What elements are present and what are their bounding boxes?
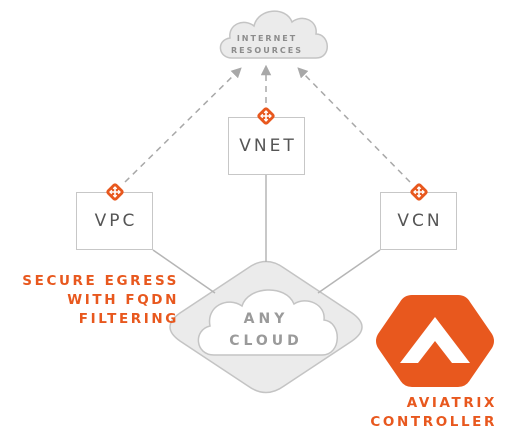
gateway-node-icon	[408, 181, 430, 203]
secure-egress-label: SECURE EGRESS WITH FQDN FILTERING	[22, 272, 179, 329]
internet-label-line1: INTERNET	[236, 34, 298, 43]
any-cloud-label-line1: ANY	[243, 311, 289, 327]
aviatrix-logo-icon	[376, 295, 494, 391]
internet-cloud-shape	[219, 10, 328, 59]
internet-resources-label: INTERNET RESOURCES	[217, 33, 317, 57]
aviatrix-controller-label: AVIATRIX CONTROLLER	[370, 394, 497, 432]
controller-line1: AVIATRIX	[406, 395, 497, 411]
secure-egress-line3: FILTERING	[78, 311, 179, 327]
secure-egress-line1: SECURE EGRESS	[22, 273, 179, 289]
gateway-node-icon	[255, 105, 277, 127]
internet-label-line2: RESOURCES	[231, 46, 303, 55]
vnet-label: VNET	[239, 136, 297, 156]
vpc-label: VPC	[94, 211, 138, 231]
vcn-label: VCN	[397, 211, 443, 231]
egress-arrow-vpc	[124, 67, 242, 183]
connector-vpc-anycloud	[152, 249, 216, 294]
egress-arrow-vcn	[297, 67, 411, 183]
vnet-box: VNET	[228, 117, 305, 175]
any-cloud-label-line2: CLOUD	[229, 333, 303, 349]
controller-line2: CONTROLLER	[370, 414, 497, 430]
connector-vcn-anycloud	[317, 249, 381, 294]
vcn-box: VCN	[380, 192, 457, 250]
gateway-node-icon	[104, 181, 126, 203]
any-cloud-label: ANY CLOUD	[200, 308, 332, 352]
any-cloud-shape	[197, 289, 338, 356]
secure-egress-line2: WITH FQDN	[67, 292, 179, 308]
